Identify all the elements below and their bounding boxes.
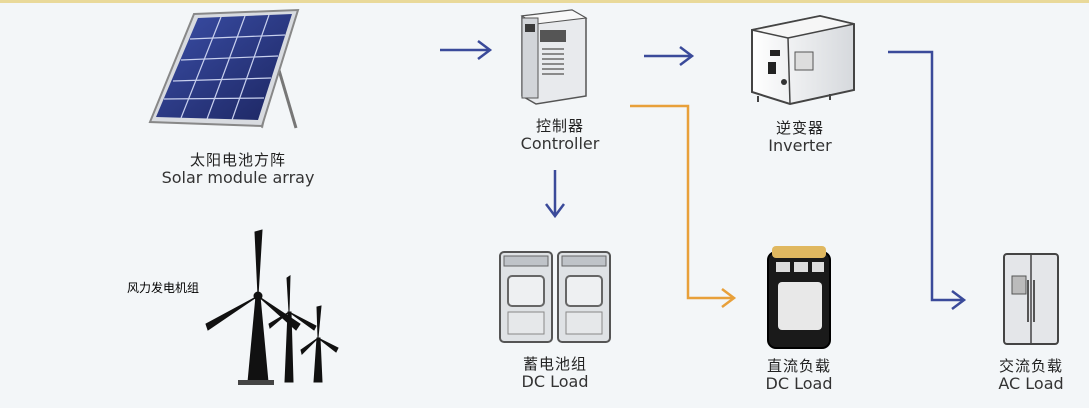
wind-label: 风力发电机组 [126,281,199,295]
controller-icon [520,9,588,105]
inverter-label: 逆变器 Inverter [740,119,860,156]
dc-load-label-cn: 直流负载 [766,357,831,375]
controller-label-en: Controller [520,134,600,154]
battery-icon [499,251,611,343]
battery-label: 蓄电池组 DC Load [498,355,612,392]
arrow-controller-to-inverter [644,46,695,66]
ac-load-label-cn: 交流负载 [998,357,1063,375]
battery-label-cn: 蓄电池组 [522,355,587,373]
wind-turbine-icon [205,229,339,385]
dc-load-label: 直流负载 DC Load [744,357,854,394]
solar-label: 太阳电池方阵 Solar module array [140,151,336,188]
ac-load-icon [1003,253,1059,345]
arrow-solar-to-controller [440,40,493,60]
dc-load-icon [767,246,831,349]
dc-load-label-en: DC Load [765,374,833,394]
ac-load-label-en: AC Load [998,374,1064,394]
inverter-label-en: Inverter [768,136,832,156]
inverter-label-cn: 逆变器 [775,119,824,137]
controller-label-cn: 控制器 [535,117,584,135]
battery-label-en: DC Load [521,372,589,392]
arrow-inverter-to-ac-load [888,50,967,310]
solar-label-en: Solar module array [161,168,315,188]
inverter-icon [751,14,855,106]
arrow-controller-to-battery [545,170,565,219]
arrow-controller-to-dc-load [630,104,737,308]
top-border [0,0,1089,3]
controller-label: 控制器 Controller [500,117,620,154]
solar-panel-icon [148,8,300,129]
ac-load-label: 交流负载 AC Load [978,357,1084,394]
solar-label-cn: 太阳电池方阵 [189,151,286,169]
